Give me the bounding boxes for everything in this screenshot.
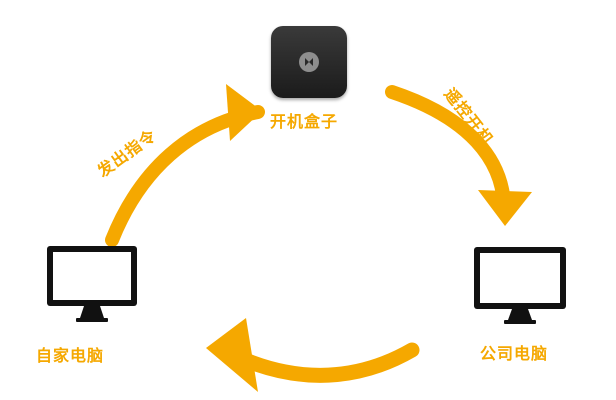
power-box-icon: [271, 26, 347, 98]
company-pc-label: 公司电脑: [480, 344, 549, 363]
box-label: 开机盒子: [270, 112, 339, 131]
box-logo-icon: [299, 52, 319, 72]
arrow-box-to-company: [385, 85, 532, 226]
arrow-home-to-box: [105, 84, 265, 247]
company-pc-monitor-icon: [474, 247, 566, 324]
arrow-company-to-home: [206, 318, 420, 392]
home-pc-label: 自家电脑: [36, 346, 105, 365]
home-pc-monitor-icon: [47, 246, 137, 322]
